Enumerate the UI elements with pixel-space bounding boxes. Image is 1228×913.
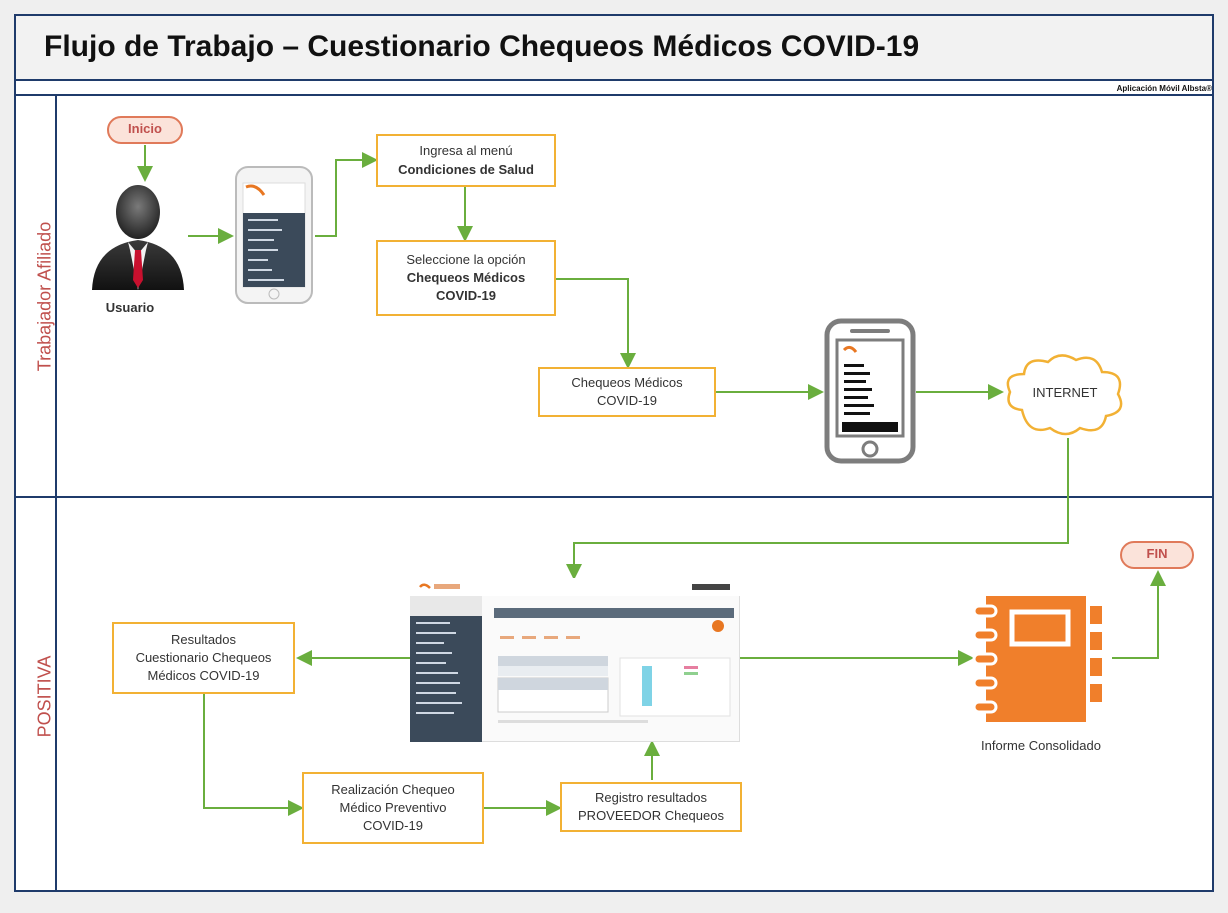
user-icon <box>92 185 184 290</box>
report-label: Informe Consolidado <box>981 738 1101 753</box>
step-seleccione-line3: COVID-19 <box>436 288 496 304</box>
report-notebook-icon <box>972 596 1102 722</box>
step-registro-resultados: Registro resultados PROVEEDOR Chequeos <box>560 782 742 832</box>
app-phone-screenshot <box>235 166 313 304</box>
step-realizacion-line2: Médico Preventivo <box>339 799 447 815</box>
step-resultados-line1: Resultados <box>170 631 237 647</box>
step-registro-line1: Registro resultados <box>595 789 707 805</box>
step-realizacion-line1: Realización Chequeo <box>331 781 455 797</box>
mobile-phone-icon <box>824 318 916 464</box>
end-node: FIN <box>1120 541 1194 569</box>
step-ingresa-menu: Ingresa al menú Condiciones de Salud <box>376 134 556 187</box>
arrow-internet-dashboard <box>566 438 1069 580</box>
lane-label-divider <box>55 96 57 892</box>
header-divider <box>14 94 1214 96</box>
step-ingresa-line2: Condiciones de Salud <box>398 161 534 177</box>
subtitle: Aplicación Móvil Albsta® <box>1116 84 1212 93</box>
user-label: Usuario <box>105 300 155 315</box>
internet-label: INTERNET <box>1032 385 1098 400</box>
arrow-seleccione-chequeos <box>556 278 636 369</box>
arrow-report-fin <box>1112 570 1166 659</box>
step-chequeos-line2: COVID-19 <box>597 393 657 408</box>
step-resultados: Resultados Cuestionario Chequeos Médicos… <box>112 622 295 694</box>
step-seleccione-opcion: Seleccione la opción Chequeos Médicos CO… <box>376 240 556 316</box>
page-title: Flujo de Trabajo – Cuestionario Chequeos… <box>44 30 920 63</box>
step-realizacion-chequeo: Realización Chequeo Médico Preventivo CO… <box>302 772 484 844</box>
step-chequeos-medicos: Chequeos Médicos COVID-19 <box>538 367 716 417</box>
step-seleccione-line2: Chequeos Médicos <box>406 269 526 285</box>
step-resultados-line2: Cuestionario Chequeos <box>135 649 272 665</box>
start-node: Inicio <box>107 116 183 144</box>
step-registro-line2: PROVEEDOR Chequeos <box>578 808 724 823</box>
step-ingresa-line1: Ingresa al menú <box>419 143 513 159</box>
step-seleccione-line1: Seleccione la opción <box>406 251 526 267</box>
lane-divider <box>14 496 1214 498</box>
internet-cloud-icon <box>1006 354 1123 436</box>
dashboard-screenshot <box>410 578 740 742</box>
arrow-resultados-realizacion <box>203 694 304 816</box>
step-resultados-line3: Médicos COVID-19 <box>147 668 260 684</box>
step-realizacion-line3: COVID-19 <box>363 818 423 834</box>
arrow-phone-ingresa <box>315 152 378 237</box>
step-chequeos-line1: Chequeos Médicos <box>571 374 683 390</box>
title-bar: Flujo de Trabajo – Cuestionario Chequeos… <box>14 14 1214 81</box>
diagram-frame <box>14 14 1214 892</box>
